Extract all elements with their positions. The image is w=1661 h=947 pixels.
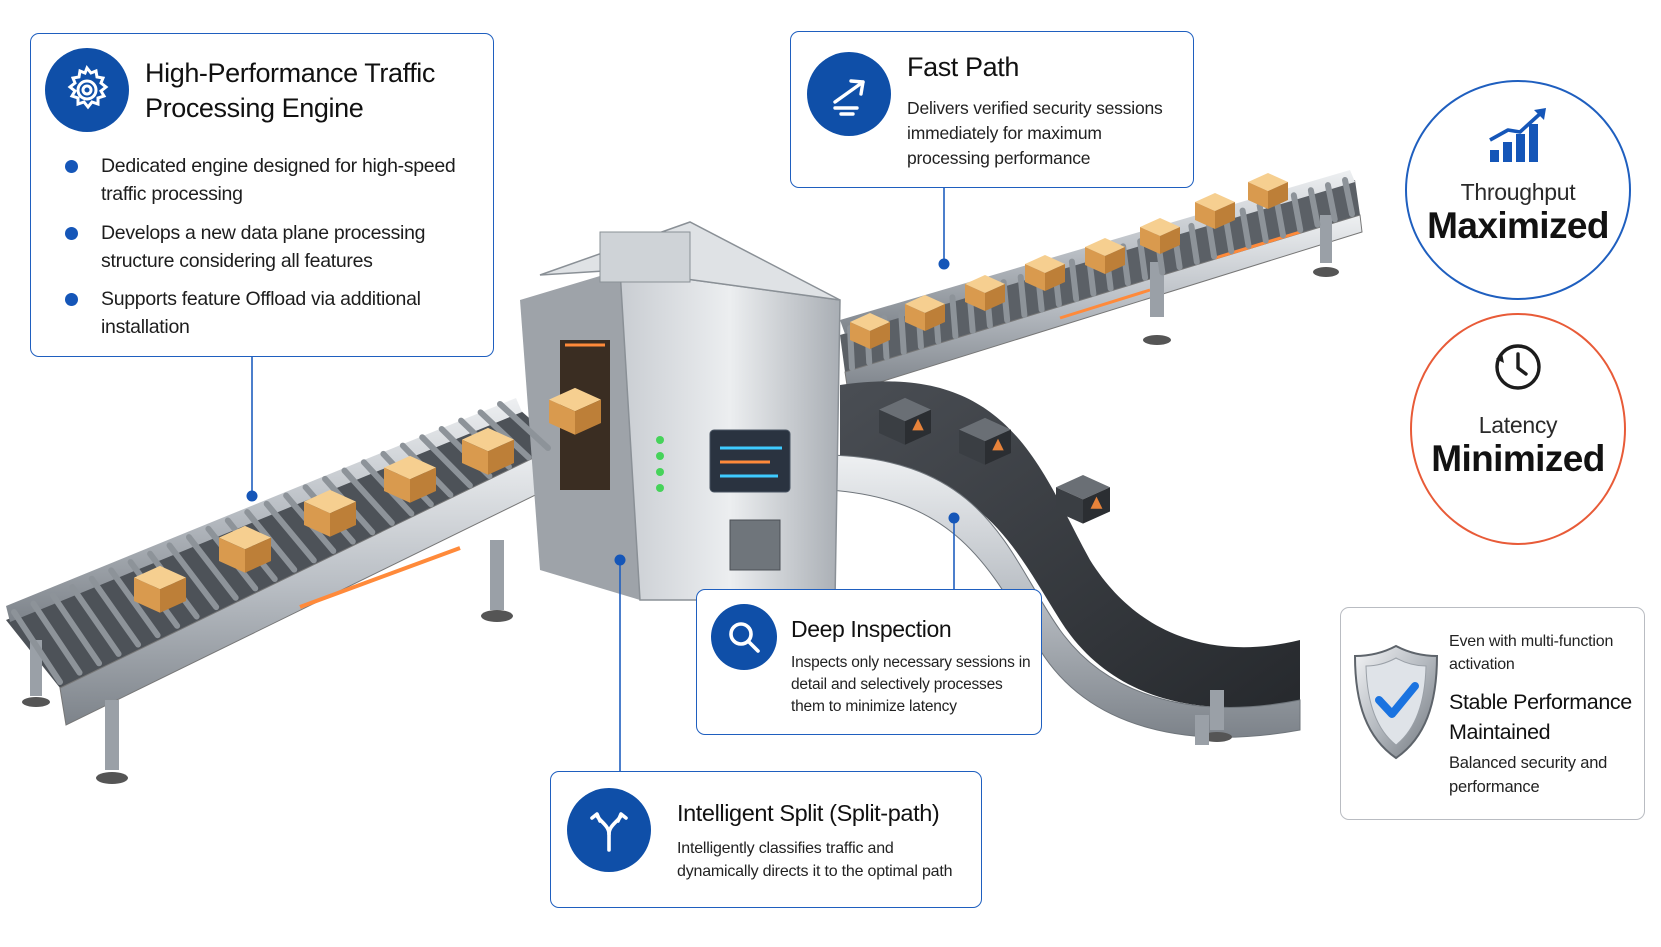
processing-machine	[520, 221, 841, 601]
fast-arrow-icon	[807, 52, 891, 136]
roller	[11, 609, 63, 685]
packet-box	[1140, 218, 1180, 254]
roller	[88, 575, 142, 648]
packet-box	[1025, 255, 1065, 291]
fast-path-conveyor	[840, 170, 1363, 393]
stability-description: Balanced security and performance	[1449, 754, 1608, 796]
latency-value: Minimized	[1431, 438, 1605, 479]
packet-box	[1085, 238, 1125, 274]
fast-path-card: Fast Path Delivers verified security ses…	[790, 31, 1194, 188]
roller	[108, 567, 161, 639]
split-arrow-icon	[567, 788, 651, 872]
throughput-metric: Throughput Maximized	[1405, 80, 1631, 300]
packet-box	[965, 275, 1005, 311]
split-card: Intelligent Split (Split-path) Intellige…	[550, 771, 982, 908]
roller	[166, 542, 220, 611]
packet-box	[134, 565, 186, 613]
roller	[1256, 202, 1269, 244]
packet-box	[304, 489, 356, 537]
roller	[1342, 177, 1355, 217]
roller	[1324, 182, 1338, 223]
engine-title: High-Performance Traffic Processing Engi…	[145, 58, 436, 124]
roller	[1290, 192, 1304, 233]
split-description: Intelligently classifies traffic and dyn…	[677, 840, 953, 880]
latency-metric: Latency Minimized	[1410, 313, 1626, 545]
roller	[69, 584, 122, 657]
roller	[1239, 207, 1252, 249]
roller	[497, 401, 551, 451]
inspected-packet	[959, 417, 1011, 465]
fast-path-title: Fast Path	[907, 52, 1019, 82]
list-item: Supports feature Offload via additional …	[65, 285, 485, 342]
latency-label: Latency	[1478, 412, 1558, 438]
roller	[477, 409, 532, 461]
bar-chart-icon	[1488, 106, 1548, 169]
deep-inspection-description: Inspects only necessary sessions in deta…	[791, 654, 1031, 715]
deep-inspection-card: Deep Inspection Inspects only necessary …	[696, 589, 1042, 735]
traffic-packets	[134, 173, 1288, 613]
roller	[30, 600, 83, 676]
packet-box	[384, 455, 436, 503]
roller	[341, 467, 395, 526]
packet-box	[219, 525, 271, 573]
packet-box	[850, 313, 890, 349]
inspection-belt	[829, 381, 1301, 745]
roller	[1273, 197, 1287, 239]
roller	[1307, 187, 1321, 228]
deep-inspection-title: Deep Inspection	[791, 616, 952, 642]
packet-box	[549, 387, 601, 435]
throughput-value: Maximized	[1427, 205, 1609, 246]
packet-box	[1195, 193, 1235, 229]
stability-pre: Even with multi-function activation	[1449, 633, 1614, 674]
roller	[49, 592, 103, 667]
packet-box	[905, 295, 945, 331]
engine-card: High-Performance Traffic Processing Engi…	[30, 33, 494, 357]
shield-check-icon	[1351, 642, 1441, 767]
roller	[949, 294, 959, 340]
roller	[263, 500, 317, 564]
roller	[1205, 217, 1218, 260]
clock-icon	[1492, 341, 1544, 398]
packet-box	[1248, 173, 1288, 209]
roller	[898, 309, 907, 356]
roller	[1137, 238, 1149, 281]
inspected-packet	[879, 397, 931, 445]
packet-box	[462, 427, 514, 475]
list-item: Dedicated engine designed for high-speed…	[65, 152, 485, 209]
magnifier-icon	[711, 604, 777, 670]
callout-connectors	[246, 188, 960, 771]
roller	[1017, 273, 1028, 318]
roller	[1068, 258, 1080, 302]
fast-path-description: Delivers verified security sessions imme…	[907, 98, 1163, 168]
roller	[185, 534, 239, 601]
engine-bullets: Dedicated engine designed for high-speed…	[65, 152, 485, 352]
roller	[1188, 222, 1200, 265]
list-item: Develops a new data plane processing str…	[65, 219, 485, 276]
split-title: Intelligent Split (Split-path)	[677, 800, 940, 826]
gear-icon	[45, 48, 129, 132]
stability-card: Even with multi-function activation Stab…	[1340, 607, 1645, 820]
roller	[419, 434, 473, 489]
stability-title: Stable Performance Maintained	[1449, 690, 1632, 744]
inspected-packet	[1056, 475, 1110, 524]
throughput-label: Throughput	[1460, 179, 1576, 205]
